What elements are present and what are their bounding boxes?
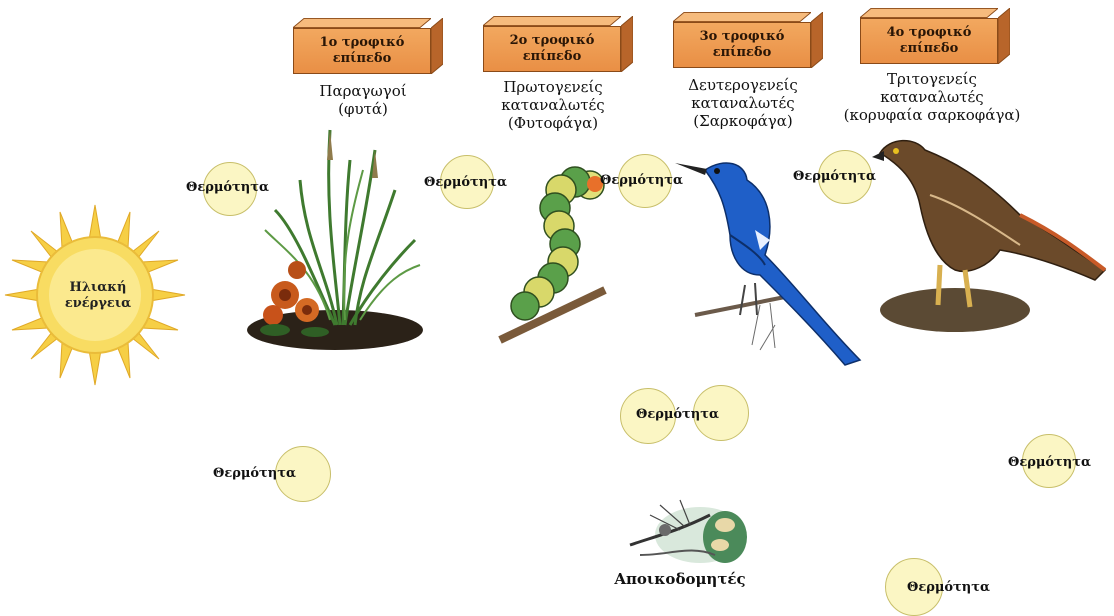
box-top — [673, 12, 811, 22]
decomposers-illustration — [620, 485, 760, 570]
box-side — [621, 16, 633, 72]
caption-secondary-consumers: Δευτερογενείς καταναλωτές (Σαρκοφάγα) — [668, 76, 818, 130]
caterpillar-illustration — [495, 160, 615, 350]
hawk-illustration — [870, 135, 1110, 335]
heat-label-2: Θερμότητα — [424, 175, 507, 190]
box-top — [860, 8, 998, 18]
level-box-label: 4ο τροφικό επίπεδο — [860, 18, 998, 64]
level-box-4: 4ο τροφικό επίπεδο — [860, 8, 1010, 64]
box-top — [293, 18, 431, 28]
caption-tertiary-consumers: Τριτογενείς καταναλωτές (κορυφαία σαρκοφ… — [832, 70, 1032, 124]
heat-label-6: Θερμότητα — [213, 466, 296, 481]
box-side — [431, 18, 443, 74]
heat-label-1: Θερμότητα — [186, 180, 269, 195]
level-box-label: 2ο τροφικό επίπεδο — [483, 26, 621, 72]
heat-label-3: Θερμότητα — [600, 173, 683, 188]
level-box-3: 3ο τροφικό επίπεδο — [673, 12, 823, 68]
level-box-2: 2ο τροφικό επίπεδο — [483, 16, 633, 72]
decomposers-label: Αποικοδομητές — [600, 570, 760, 588]
level-box-1: 1ο τροφικό επίπεδο — [293, 18, 443, 74]
level-box-label: 1ο τροφικό επίπεδο — [293, 28, 431, 74]
box-side — [811, 12, 823, 68]
box-top — [483, 16, 621, 26]
caption-primary-consumers: Πρωτογενείς καταναλωτές (Φυτοφάγα) — [478, 78, 628, 132]
box-side — [998, 8, 1010, 64]
level-box-label: 3ο τροφικό επίπεδο — [673, 22, 811, 68]
plant-illustration — [245, 120, 425, 350]
heat-label-8: Θερμότητα — [907, 580, 990, 595]
heat-label-5: Θερμότητα — [636, 407, 719, 422]
caption-producers: Παραγωγοί (φυτά) — [293, 82, 433, 118]
heat-label-7: Θερμότητα — [1008, 455, 1091, 470]
sun-label: Ηλιακή ενέργεια — [58, 280, 138, 312]
heat-label-4: Θερμότητα — [793, 169, 876, 184]
